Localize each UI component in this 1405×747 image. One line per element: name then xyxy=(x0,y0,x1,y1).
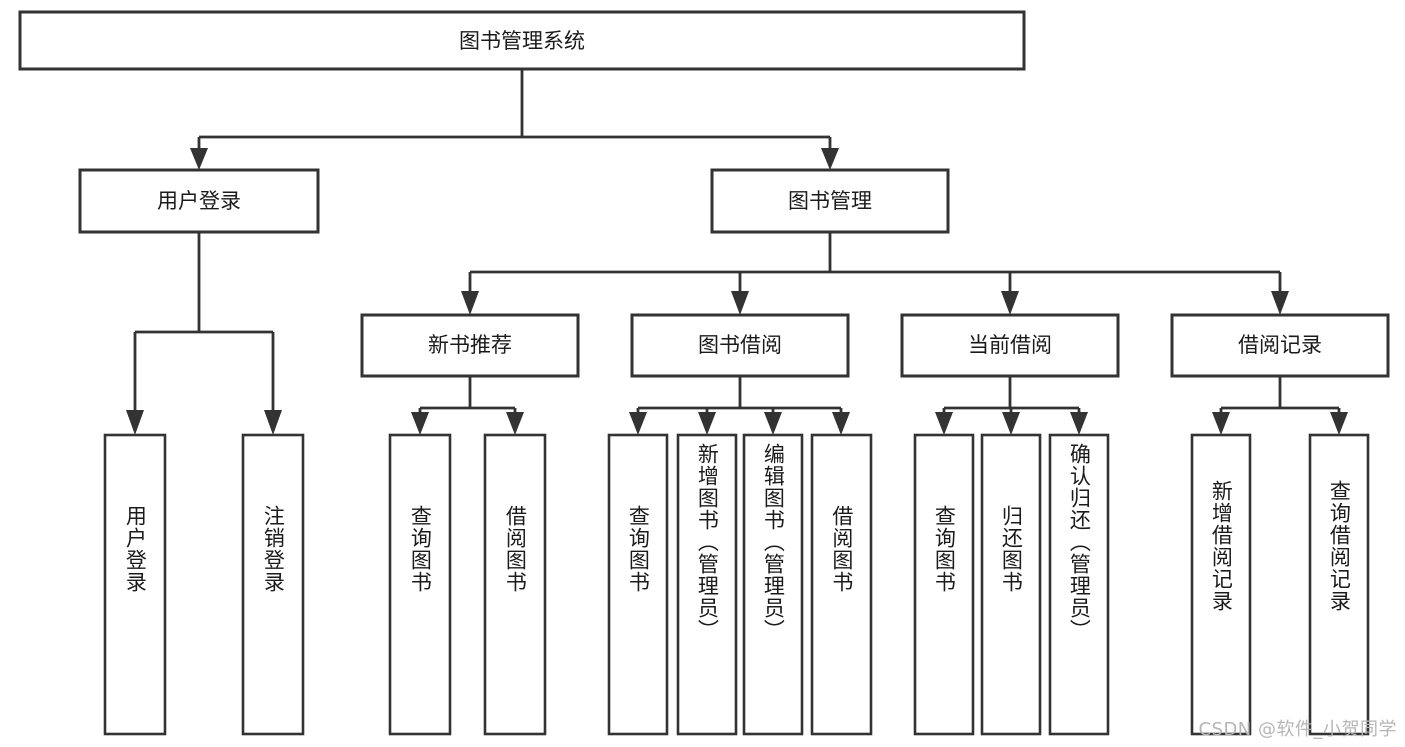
arrow-head-leaf-return-book xyxy=(1002,412,1020,435)
arrow-head-leaf-query-borrow-record xyxy=(1330,412,1348,435)
node-layer: 图书管理系统 用户登录 图书管理 新书推荐 图书借阅 当前借阅 借阅记录 xyxy=(18,10,1390,736)
arrow-head-borrow-record xyxy=(1271,291,1289,315)
node-book-management-label: 图书管理 xyxy=(788,189,872,213)
arrow-head-book-borrow xyxy=(731,291,749,315)
arrow-head-leaf-query-book-borrow xyxy=(629,412,647,435)
node-leaf-user-login[interactable] xyxy=(103,433,167,736)
node-leaf-borrow-book-new[interactable] xyxy=(483,433,547,736)
arrow-head-leaf-user-login xyxy=(126,410,144,435)
node-leaf-borrow-book[interactable] xyxy=(810,433,873,736)
node-leaf-query-borrow-record[interactable] xyxy=(1308,433,1370,736)
arrow-head-new-book-recommend xyxy=(461,291,479,315)
node-root-label: 图书管理系统 xyxy=(459,29,585,53)
node-leaf-add-borrow-record[interactable] xyxy=(1190,433,1252,736)
node-leaf-edit-book-admin[interactable] xyxy=(742,433,804,736)
arrow-head-leaf-edit-book-admin xyxy=(764,412,782,435)
arrow-head-leaf-query-book-new xyxy=(411,412,429,435)
node-book-borrow[interactable] xyxy=(630,313,850,378)
node-borrow-record[interactable] xyxy=(1170,313,1390,378)
node-leaf-confirm-return-admin[interactable] xyxy=(1048,433,1110,736)
node-book-borrow-label: 图书借阅 xyxy=(698,333,782,357)
arrow-head-leaf-confirm-return-admin xyxy=(1070,412,1088,435)
arrow-head-book-management xyxy=(821,148,839,170)
watermark: CSDN @软件_小贺同学 xyxy=(1198,719,1397,740)
node-user-login[interactable] xyxy=(78,168,320,234)
connector-layer xyxy=(126,69,1348,435)
node-new-book-recommend[interactable] xyxy=(360,313,580,378)
node-leaf-query-book-borrow[interactable] xyxy=(607,433,669,736)
arrow-head-leaf-add-borrow-record xyxy=(1212,412,1230,435)
arrow-head-current-borrow xyxy=(1001,291,1019,315)
arrow-head-leaf-add-book-admin xyxy=(698,412,716,435)
arrow-head-user-login xyxy=(190,148,208,170)
node-user-login-label: 用户登录 xyxy=(157,189,241,213)
arrow-head-leaf-query-book-current xyxy=(935,412,953,435)
node-new-book-recommend-label: 新书推荐 xyxy=(428,333,512,357)
arrow-head-leaf-borrow-book-new xyxy=(506,412,524,435)
arrow-head-leaf-logout xyxy=(264,410,282,435)
arrow-head-leaf-borrow-book xyxy=(832,412,850,435)
node-book-management[interactable] xyxy=(710,168,950,234)
node-leaf-query-book-current[interactable] xyxy=(913,433,975,736)
node-leaf-logout[interactable] xyxy=(241,433,305,736)
node-leaf-return-book[interactable] xyxy=(980,433,1042,736)
node-current-borrow[interactable] xyxy=(900,313,1120,378)
node-leaf-query-book-new[interactable] xyxy=(388,433,452,736)
node-leaf-add-book-admin[interactable] xyxy=(676,433,738,736)
node-root[interactable] xyxy=(18,10,1026,71)
node-borrow-record-label: 借阅记录 xyxy=(1238,333,1322,357)
node-current-borrow-label: 当前借阅 xyxy=(968,333,1052,357)
